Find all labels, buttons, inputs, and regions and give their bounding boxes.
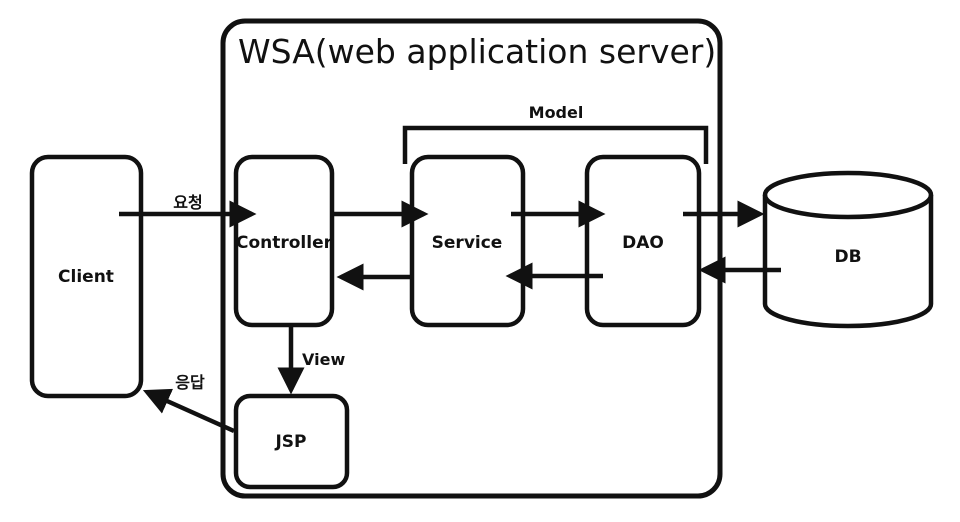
wsa-title: WSA(web application server) [238,32,716,71]
service-label: Service [432,233,503,253]
jsp-label: JSP [274,432,306,452]
db-label: DB [834,247,861,267]
dao-node [584,154,702,328]
db-node [762,170,934,329]
dao-label: DAO [622,233,664,253]
controller-label: Controller [236,233,333,253]
client-node [29,154,144,399]
jsp-node [233,393,350,490]
view-label: View [302,350,345,369]
response-label: 응답 [175,373,205,392]
model-bracket [402,125,709,164]
request-label: 요청 [173,193,202,212]
controller-node [233,154,335,328]
service-node [409,154,526,328]
model-label: Model [529,103,584,122]
client-label: Client [58,267,114,287]
response-arrow [142,388,235,434]
